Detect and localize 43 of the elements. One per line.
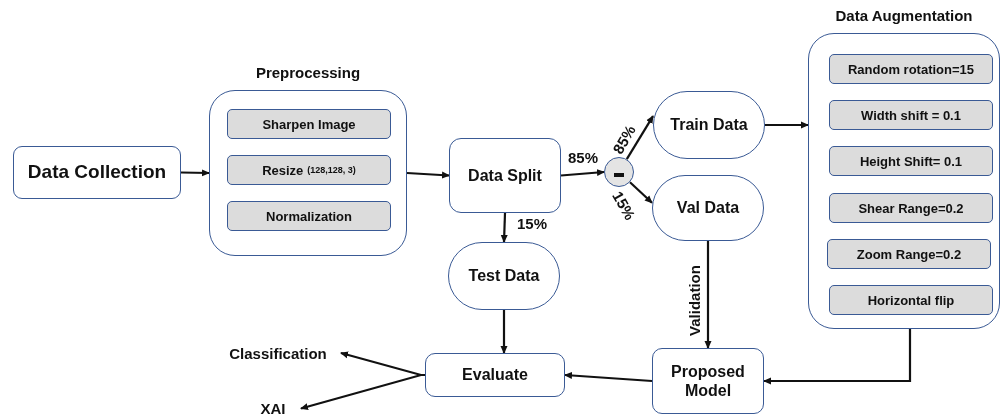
step-box (829, 285, 993, 315)
arrow (500, 310, 508, 354)
step-label: Height Shift= 0.1 (859, 153, 963, 169)
step-label: Random rotation=15 (847, 61, 974, 77)
step-label: Sharpen Image (262, 116, 356, 132)
process-box: Test Data (448, 242, 560, 310)
arrow (629, 181, 653, 204)
arrow (564, 372, 653, 383)
output-label: Classification (215, 343, 341, 363)
process-box: Data Collection (13, 146, 181, 199)
split-circle (604, 157, 634, 187)
process-box: Proposed Model (652, 348, 764, 414)
process-box: Evaluate (425, 353, 565, 397)
arrow (406, 171, 450, 179)
process-box: Data Split (449, 138, 561, 213)
step-box (227, 155, 391, 185)
step-box (829, 100, 993, 130)
step-box (227, 109, 391, 139)
arrow (625, 115, 654, 160)
step-box (827, 239, 991, 269)
step-label: Horizontal flip (867, 292, 955, 308)
arrow (704, 241, 712, 349)
step-label: Zoom Range=0.2 (856, 246, 962, 262)
process-box: Val Data (652, 175, 764, 241)
output-label: XAI (245, 399, 301, 418)
arrow (181, 169, 210, 177)
step-box (829, 146, 993, 176)
arrow (560, 169, 605, 177)
step-box (227, 201, 391, 231)
group-heading: Data Augmentation (834, 7, 974, 24)
step-label: Normalization (266, 208, 352, 224)
step-label: Width shift = 0.1 (861, 107, 961, 123)
arrow (763, 329, 912, 385)
edge-label: Validation (686, 263, 702, 337)
process-box: Train Data (653, 91, 765, 159)
step-parameter: (128,128, 3) (307, 165, 356, 175)
arrow (765, 121, 809, 129)
group-heading: Preprocessing (254, 64, 362, 81)
step-label: Resize (262, 162, 304, 178)
step-box (829, 193, 993, 223)
step-box (829, 54, 993, 84)
arrow (500, 212, 508, 243)
step-label: Shear Range=0.2 (858, 200, 964, 216)
